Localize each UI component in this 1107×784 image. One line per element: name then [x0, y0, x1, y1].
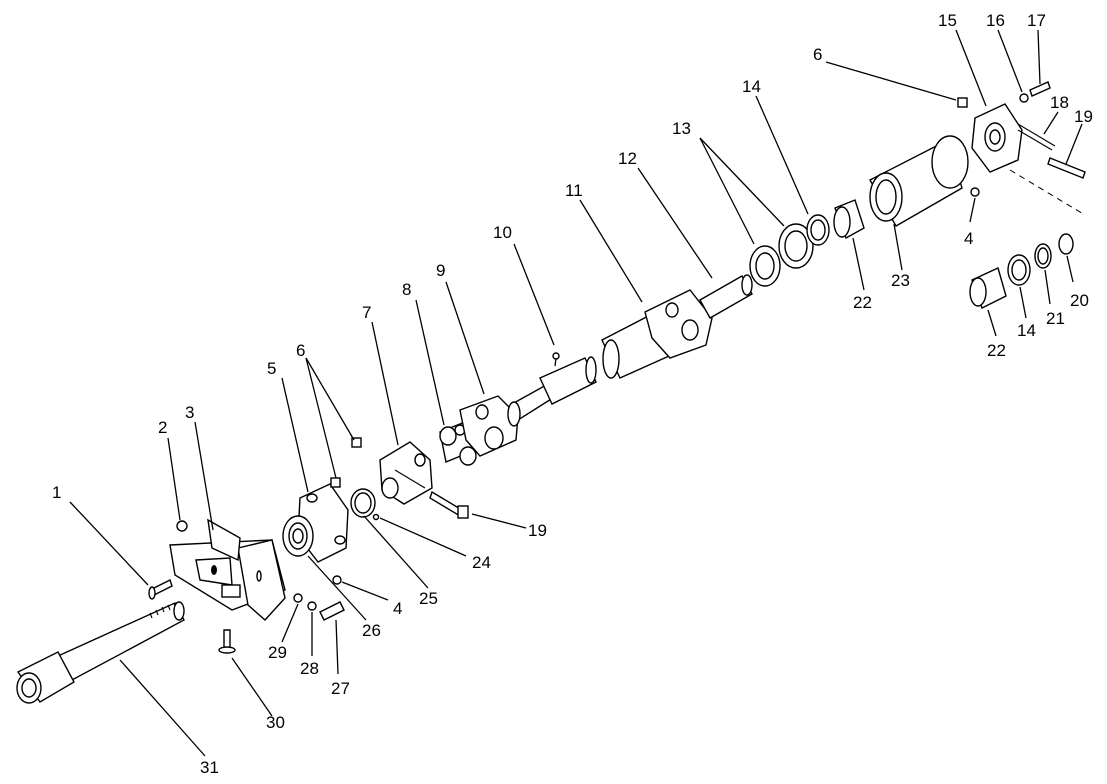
yoke-bolt	[429, 490, 469, 519]
callout-25: 25	[419, 589, 438, 608]
callout-6-upper: 6	[813, 45, 822, 64]
callout-5: 5	[267, 359, 276, 378]
callout-22-upper: 22	[853, 293, 872, 312]
callout-11: 11	[565, 181, 583, 200]
callout-26: 26	[362, 621, 381, 640]
callout-labels: 1 2 3 4 4 5 6 6 7 8 9 10 11 12 13 14 14 …	[52, 11, 1093, 777]
callout-19-upper: 19	[1074, 107, 1093, 126]
callout-31: 31	[200, 758, 219, 777]
callout-10: 10	[493, 223, 512, 242]
callout-16: 16	[986, 11, 1005, 30]
callout-1: 1	[52, 483, 61, 502]
callout-30: 30	[266, 713, 285, 732]
callout-21: 21	[1046, 309, 1065, 328]
callout-17: 17	[1027, 11, 1046, 30]
callout-12: 12	[618, 149, 637, 168]
output-shaft	[16, 601, 185, 704]
end-flange	[957, 81, 1086, 179]
housing	[869, 135, 980, 227]
slip-yoke	[351, 437, 433, 505]
callout-3: 3	[185, 403, 194, 422]
callout-8: 8	[402, 280, 411, 299]
callout-28: 28	[300, 659, 319, 678]
flange-hardware	[330, 477, 380, 585]
callout-29: 29	[268, 643, 287, 662]
callout-13: 13	[672, 119, 691, 138]
inner-shaft-yoke	[459, 352, 597, 457]
callout-27: 27	[331, 679, 350, 698]
callout-20: 20	[1070, 291, 1089, 310]
leader-lines	[69, 29, 1083, 757]
small-fasteners	[148, 520, 345, 654]
mounting-bracket	[169, 518, 286, 621]
callout-22-lower: 22	[987, 341, 1006, 360]
callout-4-lower: 4	[393, 599, 402, 618]
callout-14-lower: 14	[1017, 321, 1036, 340]
loose-bushing-set	[969, 233, 1074, 309]
seals-and-bushings	[749, 199, 865, 287]
callout-4-upper: 4	[964, 229, 973, 248]
callout-15: 15	[938, 11, 957, 30]
callout-7: 7	[362, 303, 371, 322]
bearing	[282, 515, 314, 557]
callout-14-upper: 14	[742, 77, 761, 96]
callout-2: 2	[158, 418, 167, 437]
callout-19-lower: 19	[528, 521, 547, 540]
callout-23: 23	[891, 271, 910, 290]
outer-tube-assembly	[601, 274, 753, 379]
callout-24: 24	[472, 553, 491, 572]
callout-9: 9	[436, 261, 445, 280]
callout-18: 18	[1050, 93, 1069, 112]
callout-6-lower: 6	[296, 341, 305, 360]
